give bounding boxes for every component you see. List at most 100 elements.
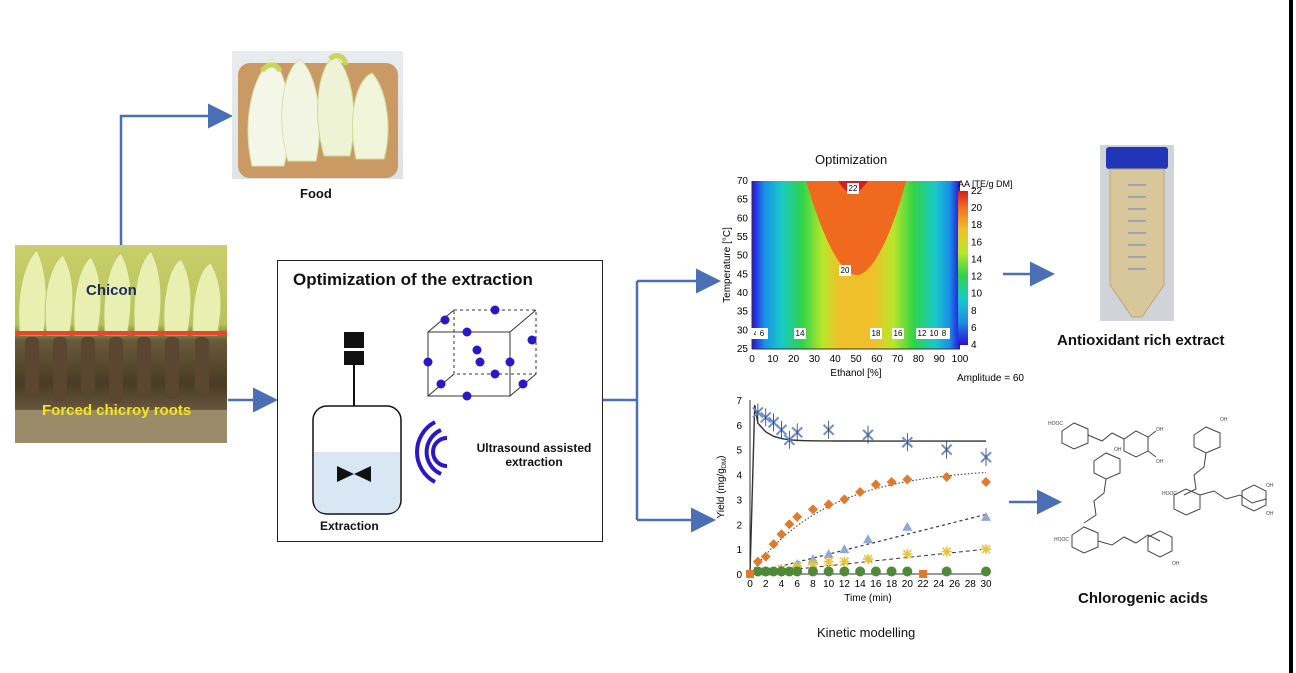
data-point (863, 554, 873, 565)
x-tick-label: 2 (763, 579, 769, 590)
data-point (776, 529, 787, 540)
data-point (839, 556, 850, 567)
x-tick-label: 10 (767, 354, 779, 365)
colorbar-tick: 4 (971, 340, 977, 351)
extraction-label: Extraction (320, 519, 379, 533)
roots-label: Forced chicroy roots (42, 402, 192, 419)
data-point (752, 556, 763, 567)
data-point (792, 566, 803, 577)
data-point (839, 566, 850, 577)
stirrer-icon (312, 332, 402, 515)
x-axis-title: Time (min) (844, 593, 891, 604)
arrow-roots-to-food (119, 103, 233, 245)
data-point (870, 566, 881, 577)
x-tick-label: 90 (934, 354, 946, 365)
x-tick-label: 14 (855, 579, 867, 590)
arrow-box-split (602, 281, 639, 520)
y-tick-label: 30 (737, 325, 749, 336)
x-tick-label: 22 (918, 579, 930, 590)
contour-label: 14 (796, 329, 805, 338)
y-tick-label: 50 (737, 251, 749, 262)
x-tick-label: 30 (809, 354, 821, 365)
antioxidant-label: Antioxidant rich extract (1057, 332, 1225, 349)
x-tick-label: 16 (870, 579, 882, 590)
svg-text:OH: OH (1220, 417, 1228, 423)
y-tick-label: 65 (737, 195, 749, 206)
data-point (784, 519, 795, 530)
y-tick-label: 7 (736, 396, 742, 407)
y-tick-label: 0 (736, 570, 742, 581)
colorbar-tick: 12 (971, 272, 983, 283)
y-tick-label: 1 (736, 545, 742, 556)
data-point (855, 566, 866, 577)
x-tick-label: 26 (949, 579, 961, 590)
box-title: Optimization of the extraction (293, 270, 533, 289)
data-point (792, 511, 803, 522)
right-border (1289, 0, 1293, 673)
data-point (784, 566, 795, 577)
x-axis-title: Ethanol [%] (830, 368, 881, 379)
svg-text:OH: OH (1114, 447, 1122, 453)
svg-text:OH: OH (1156, 427, 1164, 433)
contour-label: 6 (760, 329, 765, 338)
x-tick-label: 20 (788, 354, 800, 365)
y-tick-label: 4 (736, 471, 742, 482)
x-tick-label: 50 (850, 354, 862, 365)
data-point (863, 534, 873, 544)
y-tick-label: 45 (737, 269, 749, 280)
contour-label: 18 (872, 329, 881, 338)
fit-curve (749, 513, 987, 575)
data-point (752, 566, 763, 577)
data-point (886, 566, 897, 577)
x-tick-label: 100 (952, 354, 969, 365)
data-point (839, 494, 850, 505)
contour-label-bg (794, 328, 806, 339)
x-tick-label: 70 (892, 354, 904, 365)
y-tick-label: 5 (736, 446, 742, 457)
amplitude-note: Amplitude = 60 (957, 373, 1024, 384)
x-tick-label: 60 (871, 354, 883, 365)
contour-label-bg (870, 328, 882, 339)
x-tick-label: 40 (830, 354, 842, 365)
y-axis-title: Temperature [°C] (722, 227, 733, 303)
data-point (807, 559, 818, 570)
extraction-schematic (312, 305, 537, 515)
colorbar-tick: 16 (971, 237, 983, 248)
x-tick-label: 80 (913, 354, 925, 365)
x-tick-label: 4 (779, 579, 785, 590)
svg-text:OH: OH (1172, 561, 1180, 567)
data-point (807, 566, 818, 577)
data-point (941, 546, 952, 557)
cube-design-icon (423, 305, 537, 401)
food-label: Food (300, 186, 332, 201)
contour-label-bg (892, 328, 904, 339)
y-tick-label: 6 (736, 421, 742, 432)
contour-label: 16 (894, 329, 903, 338)
chlorogenic-label: Chlorogenic acids (1078, 590, 1209, 607)
contour-label-bg (916, 328, 928, 339)
x-tick-label: 10 (823, 579, 835, 590)
data-point (776, 566, 787, 577)
contour-label-bg (847, 183, 859, 194)
data-point (981, 511, 991, 521)
x-tick-label: 0 (749, 354, 755, 365)
y-tick-label: 35 (737, 307, 749, 318)
svg-text:HOOC: HOOC (1048, 421, 1063, 427)
y-tick-label: 25 (737, 344, 749, 355)
optimization-title: Optimization (815, 152, 888, 167)
ultrasound-wave-icon (415, 420, 448, 484)
data-point (823, 499, 834, 510)
fit-curve (749, 404, 986, 575)
data-point (823, 549, 834, 559)
y-tick-label: 60 (737, 213, 749, 224)
data-point (981, 477, 991, 488)
data-point (839, 544, 850, 554)
data-point (823, 566, 834, 577)
data-point (902, 521, 913, 531)
x-tick-label: 28 (965, 579, 977, 590)
data-point (760, 551, 771, 562)
data-point (855, 486, 866, 497)
data-point (768, 566, 779, 577)
data-point (886, 477, 897, 488)
